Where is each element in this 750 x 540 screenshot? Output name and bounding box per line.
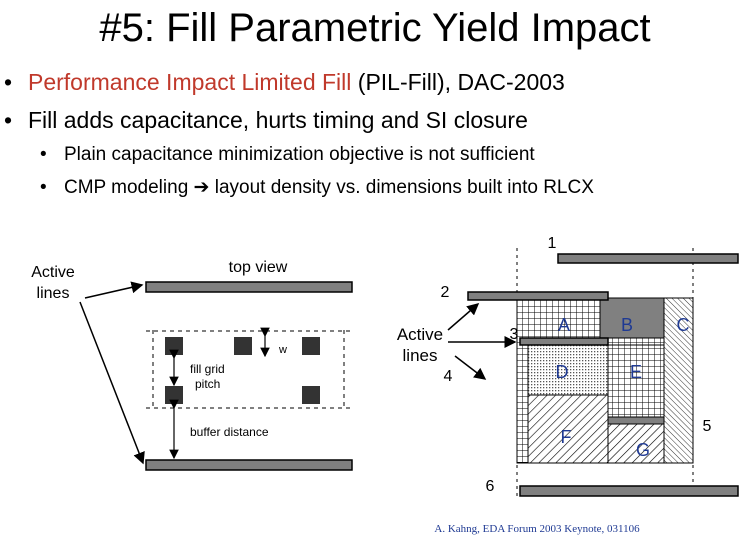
region-f: [527, 394, 609, 464]
region-label-a: A: [558, 315, 570, 335]
region-label-d: D: [556, 362, 569, 382]
active-lines-label-line1: Active: [31, 264, 75, 281]
region-label-g: G: [636, 440, 650, 460]
line-3: [519, 337, 609, 346]
bullet-dot: •: [4, 69, 13, 95]
bullet-pil-fill-rest: (PIL-Fill), DAC-2003: [351, 69, 565, 95]
fill-feature: [302, 337, 320, 355]
region-label-c: C: [677, 315, 690, 335]
active-lines-arrow-top: [84, 281, 144, 299]
active-lines-right-line1: Active: [397, 325, 443, 344]
active-line-top: [145, 281, 353, 293]
fill-feature: [234, 337, 252, 355]
line-number-2: 2: [441, 284, 450, 301]
fill-feature: [165, 386, 183, 404]
active-lines-arrow-line2: [447, 303, 480, 331]
region-label-b: B: [621, 315, 633, 335]
active-lines-arrow-line4: [454, 355, 487, 380]
arrow-right-icon: ➔: [193, 177, 210, 198]
line-6: [519, 485, 739, 497]
subbullet-cmp-modeling-post: layout density vs. dimensions built into…: [209, 177, 594, 198]
subbullet-cap-minimization: • Plain capacitance minimization objectiv…: [40, 144, 535, 166]
bullet-dot: •: [40, 144, 47, 165]
fill-grid-pitch-line1: fill grid: [190, 362, 225, 376]
active-line-bottom: [145, 459, 353, 471]
region-b: [599, 297, 665, 339]
bullet-dot: •: [40, 177, 47, 198]
active-lines-label-line2: lines: [37, 285, 70, 302]
line-2: [467, 291, 609, 301]
top-view-label: top view: [229, 259, 288, 276]
slide-title: #5: Fill Parametric Yield Impact: [99, 6, 651, 50]
bullet-fill-capacitance: • Fill adds capacitance, hurts timing and…: [4, 107, 528, 134]
footer-citation: A. Kahng, EDA Forum 2003 Keynote, 031106: [434, 523, 640, 535]
bullet-pil-fill: • Performance Impact Limited Fill (PIL-Fi…: [4, 69, 565, 96]
buffer-distance-label: buffer distance: [190, 425, 269, 439]
line-number-3: 3: [510, 326, 519, 343]
subbullet-cmp-modeling-pre: CMP modeling: [64, 177, 194, 198]
top-view-diagram: Active lines top view w fill grid pitch …: [31, 259, 353, 471]
active-lines-right-line2: lines: [403, 346, 438, 365]
fill-feature: [302, 386, 320, 404]
fill-feature: [165, 337, 183, 355]
bullet-dot: •: [4, 107, 13, 133]
bullet-pil-fill-highlight: Performance Impact Limited Fill: [28, 69, 352, 95]
line-number-4: 4: [444, 368, 453, 385]
region-label-f: F: [561, 427, 572, 447]
line-number-5: 5: [703, 418, 712, 435]
region-d: [527, 344, 609, 396]
region-g: [607, 423, 665, 464]
fill-line-5: [607, 416, 665, 425]
w-label: w: [278, 344, 287, 356]
subbullet-cmp-modeling: • CMP modeling ➔ layout density vs. dimen…: [40, 176, 594, 199]
region-e: [607, 344, 665, 418]
line-1: [557, 253, 739, 264]
cross-section-diagram: 1 2 3 4 5 6 A B C D E F G Active lines: [397, 235, 739, 498]
region-label-e: E: [630, 362, 642, 382]
line-number-1: 1: [548, 235, 557, 252]
active-lines-arrow-bottom: [79, 301, 145, 465]
bullet-fill-capacitance-text: Fill adds capacitance, hurts timing and …: [28, 107, 528, 133]
subbullet-cap-minimization-text: Plain capacitance minimization objective…: [64, 144, 535, 165]
line-number-6: 6: [486, 478, 495, 495]
fill-grid-pitch-line2: pitch: [195, 377, 220, 391]
